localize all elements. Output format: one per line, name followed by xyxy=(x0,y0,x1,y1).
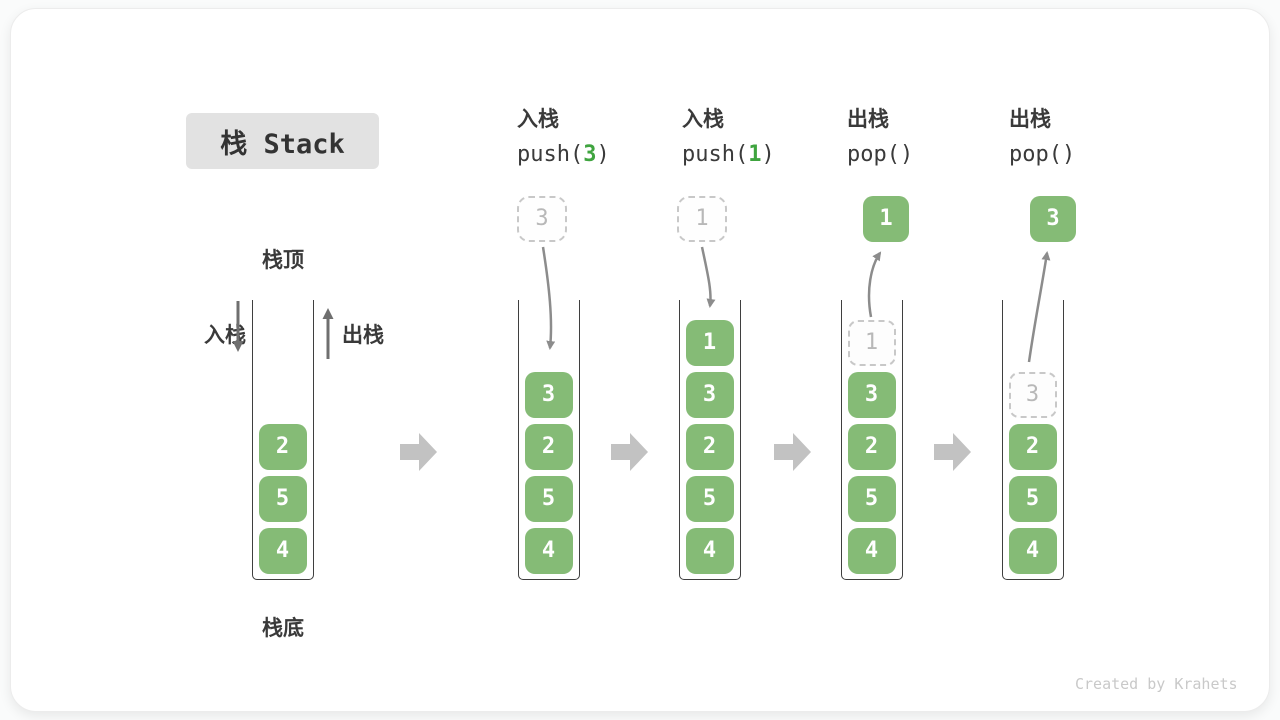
stack-cell: 2 xyxy=(524,424,573,470)
step-header-pop2: 出栈 pop() xyxy=(1009,107,1075,167)
stack-cell: 4 xyxy=(685,528,734,574)
stack-container-after-pop1: 1 3 2 5 4 xyxy=(841,300,903,580)
code-post: ) xyxy=(761,142,775,167)
code-arg: 1 xyxy=(748,142,762,167)
stack-cell: 5 xyxy=(1008,476,1057,522)
stack-cell: 4 xyxy=(258,528,307,574)
stack-cell-ghost: 3 xyxy=(1008,372,1057,418)
stack-cell: 5 xyxy=(847,476,896,522)
stack-cell: 5 xyxy=(524,476,573,522)
stack-cell: 2 xyxy=(258,424,307,470)
title-box: 栈 Stack xyxy=(186,113,379,169)
step-code: pop() xyxy=(847,142,913,167)
stack-cell: 2 xyxy=(847,424,896,470)
stack-cell: 4 xyxy=(847,528,896,574)
code-post: ) xyxy=(1061,142,1076,167)
step-op-label: 出栈 xyxy=(847,108,889,131)
step-header-push1: 入栈 push(1) xyxy=(682,107,775,167)
popped-cell-3: 3 xyxy=(1030,196,1076,242)
stack-cell: 3 xyxy=(524,372,573,418)
code-arg: 3 xyxy=(583,142,597,167)
stack-top-label: 栈顶 xyxy=(262,249,304,272)
step-code: push(1) xyxy=(682,142,775,167)
page-title: 栈 Stack xyxy=(220,128,345,160)
stack-container-after-push1: 1 3 2 5 4 xyxy=(679,300,741,580)
step-code: pop() xyxy=(1009,142,1075,167)
code-post: ) xyxy=(596,142,610,167)
stack-cell: 4 xyxy=(1008,528,1057,574)
stack-cell: 1 xyxy=(685,320,734,366)
stack-container-initial: 2 5 4 xyxy=(252,300,314,580)
step-header-pop1: 出栈 pop() xyxy=(847,107,913,167)
step-op-label: 入栈 xyxy=(517,108,559,131)
pop-direction-label: 出栈 xyxy=(342,324,384,347)
step-header-push3: 入栈 push(3) xyxy=(517,107,610,167)
stack-container-after-pop2: 3 2 5 4 xyxy=(1002,300,1064,580)
incoming-cell-1: 1 xyxy=(677,196,727,242)
stack-cell: 3 xyxy=(847,372,896,418)
code-pre: pop( xyxy=(1009,142,1062,167)
watermark: Created by Krahets xyxy=(1075,675,1238,693)
step-code: push(3) xyxy=(517,142,610,167)
stack-cell: 5 xyxy=(258,476,307,522)
code-pre: push( xyxy=(517,142,584,167)
stack-cell: 3 xyxy=(685,372,734,418)
stack-bottom-label: 栈底 xyxy=(262,617,304,640)
stack-cell: 4 xyxy=(524,528,573,574)
stack-cell: 2 xyxy=(685,424,734,470)
incoming-cell-3: 3 xyxy=(517,196,567,242)
step-op-label: 出栈 xyxy=(1009,108,1051,131)
stack-cell: 5 xyxy=(685,476,734,522)
stack-cell: 2 xyxy=(1008,424,1057,470)
stack-cell-ghost: 1 xyxy=(847,320,896,366)
stack-container-after-push3: 3 2 5 4 xyxy=(518,300,580,580)
code-pre: push( xyxy=(682,142,749,167)
popped-cell-1: 1 xyxy=(863,196,909,242)
code-pre: pop( xyxy=(847,142,900,167)
push-direction-label: 入栈 xyxy=(204,324,246,347)
code-post: ) xyxy=(899,142,914,167)
step-op-label: 入栈 xyxy=(682,108,724,131)
